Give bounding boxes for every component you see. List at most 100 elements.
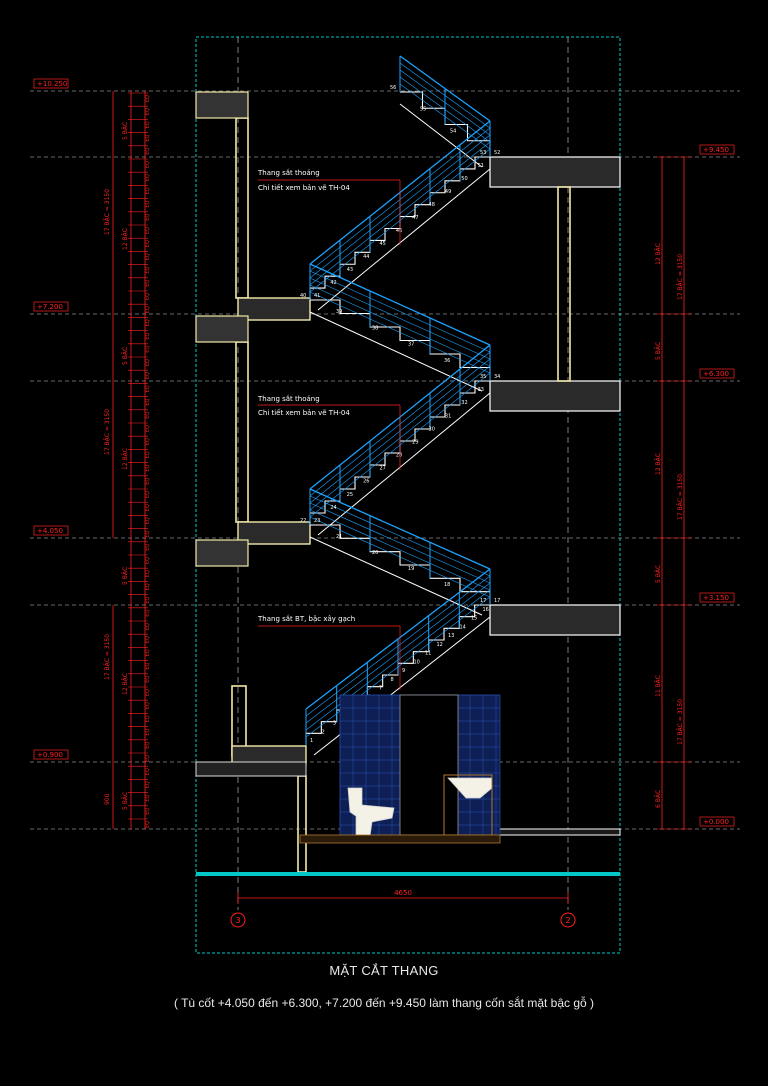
eq-label: EQ <box>145 240 151 247</box>
svg-text:Thang sắt thoáng: Thang sắt thoáng <box>257 394 320 403</box>
stair-flight <box>310 299 491 381</box>
step-number: 45 <box>379 241 385 247</box>
railing-handrail <box>309 263 491 346</box>
eq-label: EQ <box>145 755 151 762</box>
eq-label: EQ <box>145 372 151 379</box>
left-dim-total-middle: 17 BẬC = 3150 <box>104 409 111 455</box>
step-number: 56 <box>390 85 396 91</box>
toilet-icon <box>347 787 395 837</box>
step-number: 30 <box>429 426 435 432</box>
eq-label: EQ <box>145 728 151 735</box>
step-number: 38 <box>372 325 378 331</box>
left-dim-ground-steps: 5 BẬC <box>122 792 129 810</box>
step-number: 51 <box>478 163 484 169</box>
eq-label: EQ <box>145 121 151 128</box>
right-dim-lower-steps: 5 BẬC <box>655 342 662 360</box>
step-number: 21 <box>336 534 342 540</box>
step-number: 22 <box>300 518 306 524</box>
level-lines <box>30 90 740 830</box>
level-tag-0000: +0.000 <box>699 816 735 827</box>
eq-label: EQ <box>145 108 151 115</box>
eq-label: EQ <box>145 517 151 524</box>
step-number: 15 <box>471 616 477 622</box>
eq-label: EQ <box>145 504 151 511</box>
step-number: 47 <box>412 215 418 221</box>
drawing-frame <box>195 36 621 954</box>
eq-label: EQ <box>145 253 151 260</box>
note-lower: Thang sắt BT, bậc xây gạch <box>257 614 401 690</box>
railing-bar <box>309 509 491 591</box>
right-dim-total-upper: 17 BẬC = 3150 <box>677 254 684 300</box>
left-dim-middle-upper: 12 BẬC <box>122 448 129 470</box>
left-dim-lower-upper: 12 BẬC <box>122 673 129 695</box>
note-upper: Thang sắt thoáng Chi tiết xem bản vẽ TH-… <box>257 168 401 245</box>
drawing-subtitle: ( Tù cốt +4.050 đến +6.300, +7.200 đến +… <box>173 996 595 1010</box>
eq-label: EQ <box>145 662 151 669</box>
step-number: 49 <box>445 189 451 195</box>
eq-label: EQ <box>145 530 151 537</box>
step-number: 55 <box>420 107 426 113</box>
level-tag-3150: +3.150 <box>699 592 735 603</box>
step-number: 11 <box>425 651 431 657</box>
svg-text:+9.450: +9.450 <box>703 146 729 154</box>
railing-bar <box>309 495 491 577</box>
eq-label: EQ <box>145 715 151 722</box>
stair-stringer <box>317 392 491 536</box>
step-number: 7 <box>379 686 382 692</box>
svg-text:Chi tiết xem bản vẽ TH-04: Chi tiết xem bản vẽ TH-04 <box>258 184 350 192</box>
bathroom-door <box>399 694 459 836</box>
step-number: 19 <box>408 566 414 572</box>
eq-label: EQ <box>145 438 151 445</box>
bathroom-floor <box>299 834 501 844</box>
eq-label: EQ <box>145 174 151 181</box>
step-number: 18 <box>444 582 450 588</box>
step-number: 44 <box>363 254 369 260</box>
step-number: 2 <box>322 729 325 735</box>
railing-bar <box>309 291 491 374</box>
step-number: 54 <box>450 128 456 134</box>
eq-label: EQ <box>145 319 151 326</box>
step-number: 46 <box>396 228 402 234</box>
eq-label: EQ <box>145 266 151 273</box>
eq-label: EQ <box>145 214 151 221</box>
grid-axis-3: 3 <box>230 912 246 928</box>
eq-label: EQ <box>145 676 151 683</box>
eq-label: EQ <box>145 161 151 168</box>
eq-label: EQ <box>145 768 151 775</box>
right-dim-middle-lower: 5 BẬC <box>655 565 662 583</box>
drawing-title: MẶT CẮT THANG <box>329 963 439 978</box>
step-number: 52 <box>494 150 500 156</box>
step-number: 35 <box>480 374 486 380</box>
right-dim-total-middle: 17 BẬC = 3150 <box>677 474 684 520</box>
level-tag-7200: +7.200 <box>33 301 69 312</box>
step-number: 28 <box>396 453 402 459</box>
railing-bar <box>309 284 491 367</box>
eq-label: EQ <box>145 346 151 353</box>
eq-label: EQ <box>145 781 151 788</box>
step-number: 20 <box>372 550 378 556</box>
level-tag-6300: +6.300 <box>699 368 735 379</box>
step-number: 1 <box>310 738 313 744</box>
eq-label: EQ <box>145 583 151 590</box>
eq-label: EQ <box>145 451 151 458</box>
stair-stringer <box>317 168 491 311</box>
note-middle: Thang sắt thoáng Chi tiết xem bản vẽ TH-… <box>257 394 401 470</box>
right-tick-marks <box>655 156 692 830</box>
eq-label: EQ <box>145 478 151 485</box>
eq-label: EQ <box>145 280 151 287</box>
railing-bar <box>309 502 491 584</box>
stair-stringer <box>309 311 483 392</box>
left-dim-ground-height: 900 <box>104 793 111 805</box>
eq-label: EQ <box>145 557 151 564</box>
svg-text:Thang sắt thoáng: Thang sắt thoáng <box>257 168 320 177</box>
eq-label: EQ <box>145 742 151 749</box>
svg-text:+0.900: +0.900 <box>37 751 63 759</box>
level-tag-4050: +4.050 <box>33 525 69 536</box>
left-dim-total-lower: 17 BẬC = 3150 <box>104 634 111 680</box>
step-number: 17 <box>494 598 500 604</box>
eq-label: EQ <box>145 200 151 207</box>
eq-label: EQ <box>145 821 151 828</box>
step-number: 14 <box>460 624 466 630</box>
svg-text:+10.250: +10.250 <box>37 80 67 88</box>
